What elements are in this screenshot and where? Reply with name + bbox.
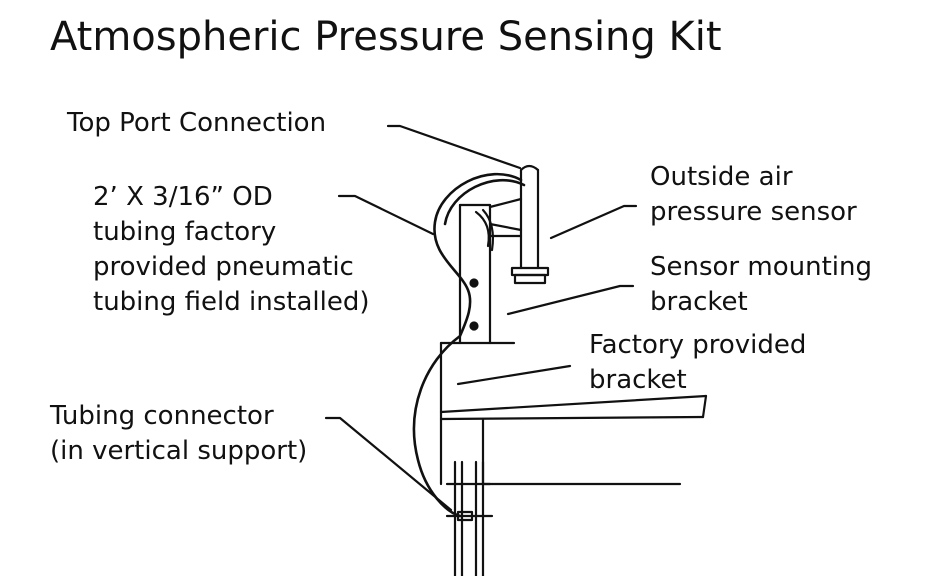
- leader-lines: [324, 124, 638, 512]
- vertical-support: [445, 460, 494, 576]
- label-line: Outside air: [650, 162, 793, 192]
- label-line: provided pneumatic: [93, 252, 354, 282]
- label-line: tubing factory: [93, 217, 277, 247]
- label-sensor-mounting-bracket: Sensor mounting bracket: [650, 250, 872, 320]
- outside-air-pressure-sensor: [510, 164, 550, 285]
- factory-provided-bracket: [439, 341, 708, 486]
- diagram-title: Atmospheric Pressure Sensing Kit: [50, 14, 722, 60]
- label-line: 2’ X 3/16” OD: [93, 182, 273, 212]
- label-line: pressure sensor: [650, 197, 857, 227]
- label-line: Factory provided: [589, 330, 807, 360]
- label-tubing-connector: Tubing connector (in vertical support): [50, 399, 307, 469]
- leader-tubing: [337, 194, 435, 236]
- label-line: Tubing connector: [50, 401, 274, 431]
- sensor-mounting-bracket: [458, 197, 523, 345]
- label-line: Top Port Connection: [67, 108, 327, 138]
- label-tubing: 2’ X 3/16” OD tubing factory provided pn…: [93, 180, 369, 320]
- label-line: tubing field installed): [93, 287, 370, 317]
- leader-tubing-connector: [324, 416, 453, 512]
- label-line: Sensor mounting: [650, 252, 872, 282]
- leader-factory-bracket: [456, 364, 572, 386]
- leader-top-port: [386, 124, 522, 170]
- label-factory-provided-bracket: Factory provided bracket: [589, 328, 806, 398]
- leader-mounting-bracket: [506, 284, 635, 316]
- label-line: bracket: [589, 365, 687, 395]
- label-line: (in vertical support): [50, 436, 308, 466]
- label-outside-air-pressure-sensor: Outside air pressure sensor: [650, 160, 857, 230]
- label-top-port-connection: Top Port Connection: [67, 106, 326, 141]
- pneumatic-tubing: [412, 172, 526, 518]
- label-line: bracket: [650, 287, 748, 317]
- leader-outside-air: [549, 204, 638, 240]
